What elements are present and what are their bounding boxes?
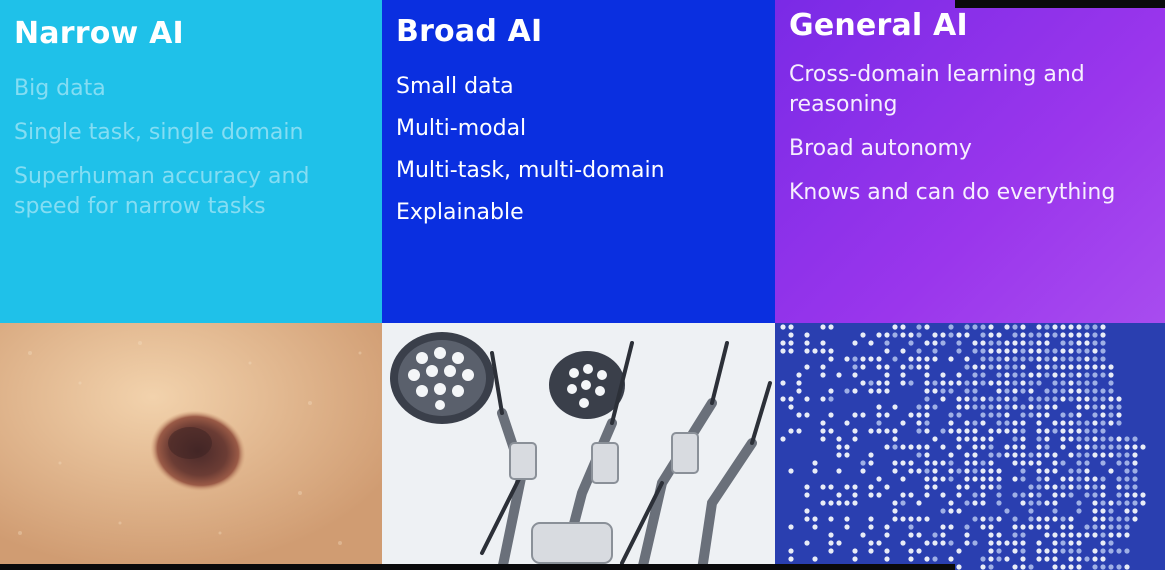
dotted-human-profile (775, 323, 1165, 570)
general-ai-item: Broad autonomy (789, 136, 972, 161)
skin-mole-photo (0, 323, 382, 570)
broad-ai-panel: Broad AI Small data Multi-modal Multi-ta… (382, 0, 775, 323)
broad-ai-item: Explainable (396, 200, 524, 225)
general-ai-title: General AI (789, 8, 968, 43)
general-ai-item: Cross-domain learning and reasoning (789, 62, 1085, 117)
broad-ai-item: Multi-modal (396, 116, 527, 141)
photo-frame-edge (0, 564, 955, 570)
broad-ai-item: Small data (396, 74, 514, 99)
general-ai-list: Cross-domain learning and reasoning Broa… (789, 60, 1151, 208)
surgical-lamp-left (390, 332, 494, 424)
broad-ai-item: Multi-task, multi-domain (396, 158, 665, 183)
narrow-ai-item: Superhuman accuracy and speed for narrow… (14, 164, 310, 219)
broad-ai-list: Small data Multi-modal Multi-task, multi… (396, 72, 761, 228)
narrow-ai-item: Single task, single domain (14, 120, 304, 145)
general-ai-item: Knows and can do everything (789, 180, 1116, 205)
surgical-lamp-center (549, 351, 625, 419)
narrow-ai-title: Narrow AI (14, 16, 184, 51)
dotted-profile-image (780, 324, 1146, 570)
narrow-ai-list: Big data Single task, single domain Supe… (14, 74, 368, 222)
narrow-ai-panel: Narrow AI Big data Single task, single d… (0, 0, 382, 323)
photo-frame-edge (955, 0, 1165, 8)
narrow-ai-item: Big data (14, 76, 106, 101)
surgical-robot-image (382, 323, 775, 570)
skin-mole-image (0, 323, 382, 570)
surgical-robot-photo (382, 323, 775, 570)
broad-ai-title: Broad AI (396, 14, 543, 49)
general-ai-panel: General AI Cross-domain learning and rea… (775, 0, 1165, 323)
